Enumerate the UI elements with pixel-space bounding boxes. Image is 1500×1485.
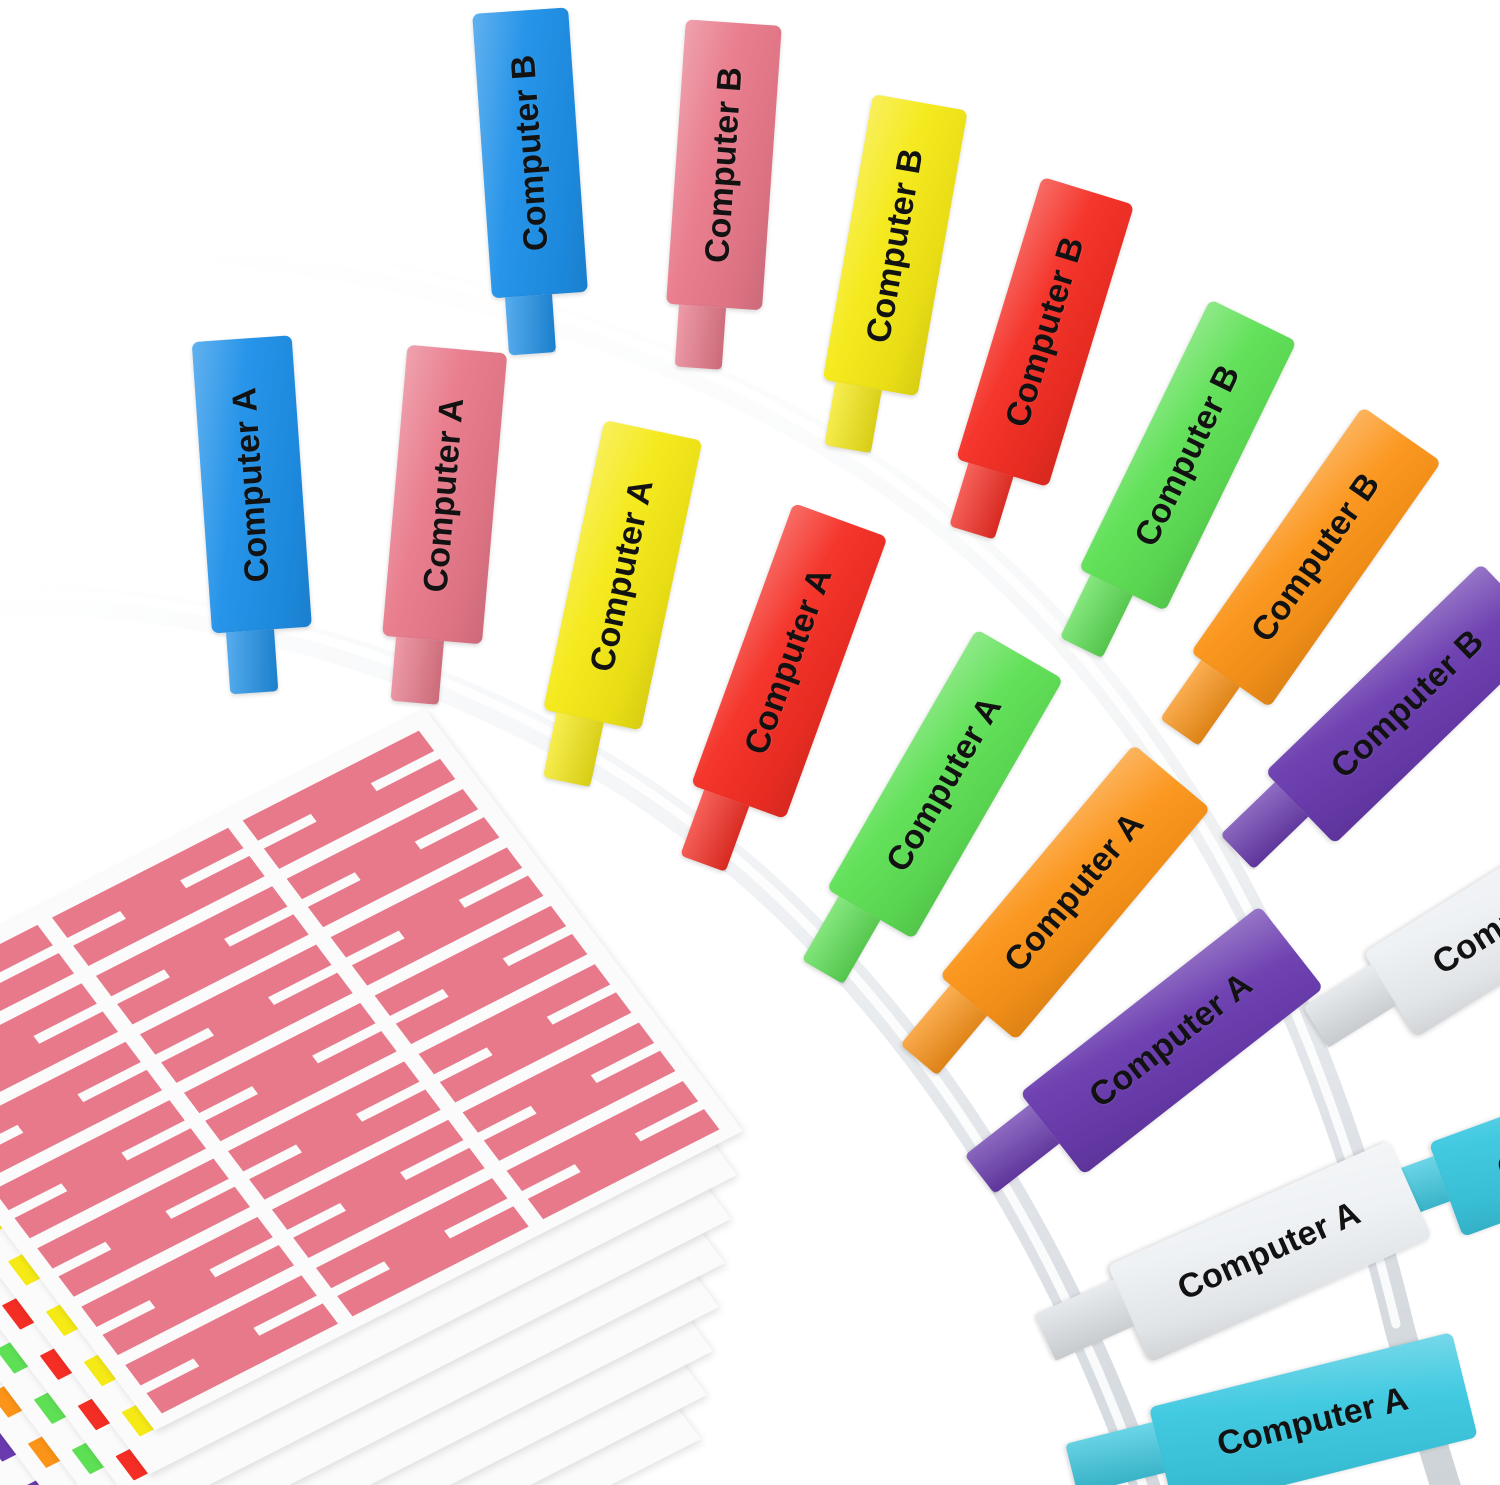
tag-blade: Computer A — [191, 335, 312, 634]
outer-cable-highlight — [0, 228, 1401, 1329]
tag-label-text: Computer A — [583, 475, 662, 675]
outer-tag-blue[interactable]: Computer B — [472, 7, 588, 356]
tag-label-text: Computer B — [503, 53, 556, 253]
tag-label-text: Computer A — [225, 385, 278, 584]
tag-wrap-tail — [390, 636, 444, 705]
tag-label-text: Computer A — [1213, 1379, 1413, 1464]
inner-tag-blue[interactable]: Computer A — [191, 335, 312, 695]
outer-tag-pink[interactable]: Computer B — [666, 19, 782, 370]
tag-label-text: Computer B — [858, 145, 931, 346]
label-sticker-sheets — [0, 709, 830, 1485]
tag-wrap-tail — [675, 304, 726, 370]
tag-wrap-tail — [505, 294, 556, 356]
tag-label-text: Computer B — [697, 65, 750, 265]
tag-wrap-tail — [226, 629, 279, 695]
tag-blade: Computer B — [666, 19, 782, 311]
tag-blade: Computer B — [472, 7, 588, 299]
tag-label-text: Computer A — [416, 395, 472, 594]
